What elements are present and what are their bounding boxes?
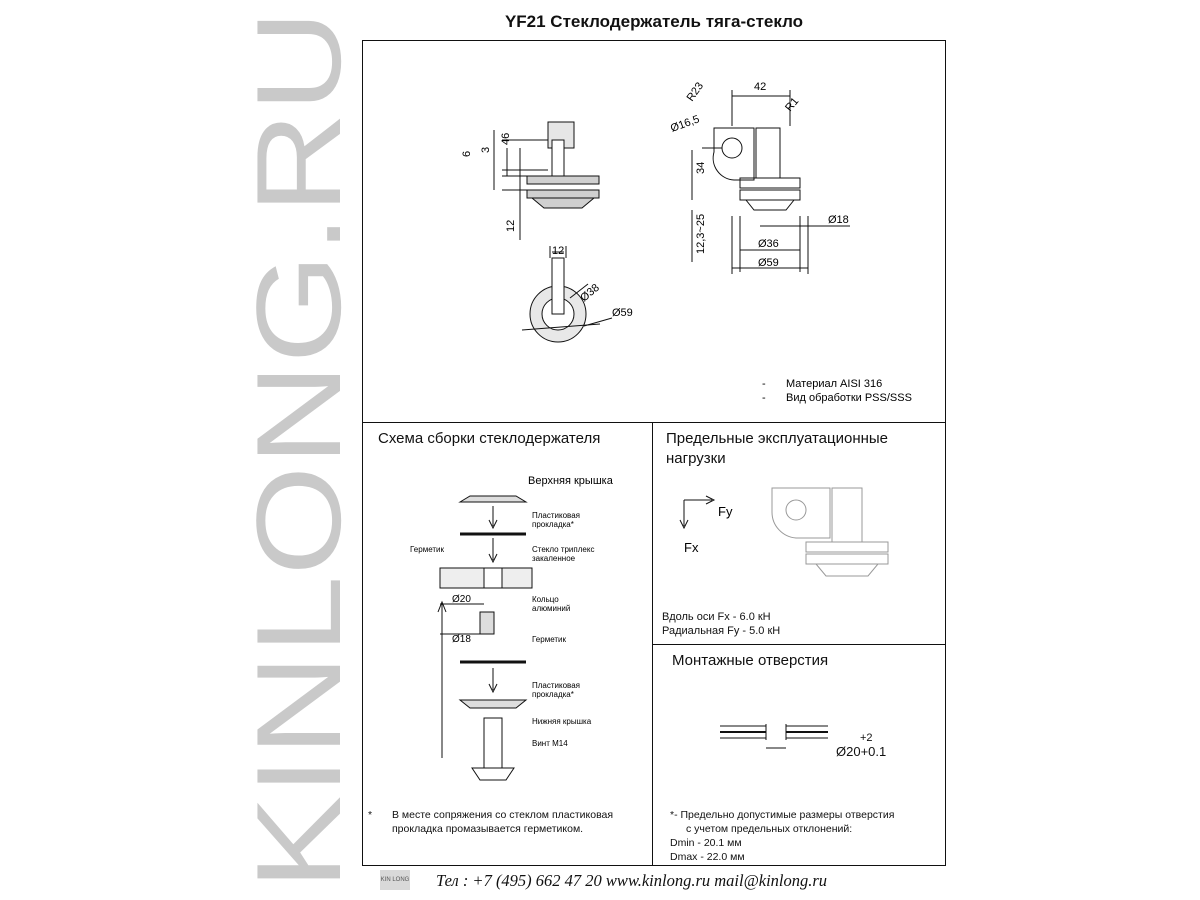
holes-heading: Монтажные отверстия	[672, 652, 829, 669]
label-plastic-pad-1b: прокладка*	[532, 520, 574, 529]
divider-right	[652, 644, 946, 645]
spec-dash-2: -	[762, 392, 766, 404]
technical-drawing: 6 3 46 12 42 R23 R1 Ø16,5 34 12,3~25 Ø18…	[461, 80, 912, 404]
label-screw: Винт М14	[532, 739, 568, 748]
watermark: KINLONG.RU	[232, 10, 352, 890]
label-plastic-pad-2b: прокладка*	[532, 690, 574, 699]
dim-right-12-25: 12,3~25	[695, 214, 707, 254]
spec-dash-1: -	[762, 378, 766, 390]
label-sealant-left: Герметик	[410, 545, 445, 554]
load-axial: Вдоль оси Fx - 6.0 кН	[662, 611, 771, 623]
label-d18: Ø18	[452, 634, 471, 645]
holes-dmin: Dmin - 20.1 мм	[670, 837, 742, 849]
dim-right-d18: Ø18	[828, 214, 849, 226]
load-radial: Радиальная Fy - 5.0 кН	[662, 625, 781, 637]
holes-note-line-2: с учетом предельных отклонений:	[686, 823, 853, 835]
divider-main	[362, 422, 946, 423]
loads-diagram: Fy Fx	[679, 487, 889, 577]
dim-right-42: 42	[754, 81, 766, 93]
spec-finish: Вид обработки PSS/SSS	[786, 392, 912, 404]
label-plastic-pad-1a: Пластиковая	[532, 511, 580, 520]
label-ring-a: Кольцо	[532, 595, 559, 604]
force-fx-label: Fx	[684, 540, 699, 555]
dim-bottom-d59: Ø59	[612, 307, 633, 319]
sheet-title: YF21 Стеклодержатель тяга-стекло	[504, 12, 804, 31]
label-glass-a: Стекло триплекс	[532, 545, 594, 554]
label-ring-b: алюминий	[532, 604, 570, 613]
assembly-note-line-1: В месте сопряжения со стеклом пластикова…	[392, 809, 614, 821]
dim-right-r1: R1	[783, 95, 801, 113]
force-fy-label: Fy	[718, 504, 733, 519]
dim-side-6: 6	[461, 151, 473, 157]
hole-diameter: Ø20+0.1	[836, 744, 887, 759]
loads-heading-line-2: нагрузки	[666, 450, 726, 467]
label-plastic-pad-2a: Пластиковая	[532, 681, 580, 690]
assembly-diagram: Верхняя крышка Пластиковая прокладка* Ге…	[410, 475, 614, 781]
label-top-cap: Верхняя крышка	[528, 475, 614, 487]
kinlong-logo: KIN LONG	[380, 870, 410, 890]
dim-side-3: 3	[480, 147, 492, 153]
dim-right-r23: R23	[685, 80, 706, 103]
dim-right-d59: Ø59	[758, 257, 779, 269]
holes-diagram	[720, 724, 828, 749]
loads-heading-line-1: Предельные эксплуатационные	[666, 430, 889, 447]
dim-bottom-12: 12	[552, 245, 564, 257]
label-d20: Ø20	[452, 594, 471, 605]
contact-line[interactable]: Тел : +7 (495) 662 47 20 www.kinlong.ru …	[436, 871, 828, 890]
label-glass-b: закаленное	[532, 554, 576, 563]
dim-right-34: 34	[695, 162, 707, 174]
label-bottom-cap: Нижняя крышка	[532, 717, 592, 726]
watermark-text: KINLONG.RU	[232, 10, 352, 890]
footer: KIN LONG Тел : +7 (495) 662 47 20 www.ki…	[380, 868, 940, 894]
dim-right-16-5: Ø16,5	[669, 113, 701, 135]
label-sealant-right: Герметик	[532, 635, 567, 644]
holes-note-line-1: *- Предельно допустимые размеры отверсти…	[670, 809, 895, 821]
assembly-note-line-2: прокладка промазывается герметиком.	[392, 823, 584, 835]
hole-tolerance: +2	[860, 732, 873, 744]
dim-right-d36: Ø36	[758, 238, 779, 250]
spec-material: Материал AISI 316	[786, 378, 882, 390]
dim-side-46: 46	[500, 133, 512, 145]
assembly-note-mark: *	[368, 809, 373, 821]
holes-dmax: Dmax - 22.0 мм	[670, 851, 745, 863]
dim-side-12: 12	[505, 220, 517, 232]
assembly-heading: Схема сборки стеклодержателя	[378, 430, 601, 447]
drawing-frame	[362, 40, 946, 866]
